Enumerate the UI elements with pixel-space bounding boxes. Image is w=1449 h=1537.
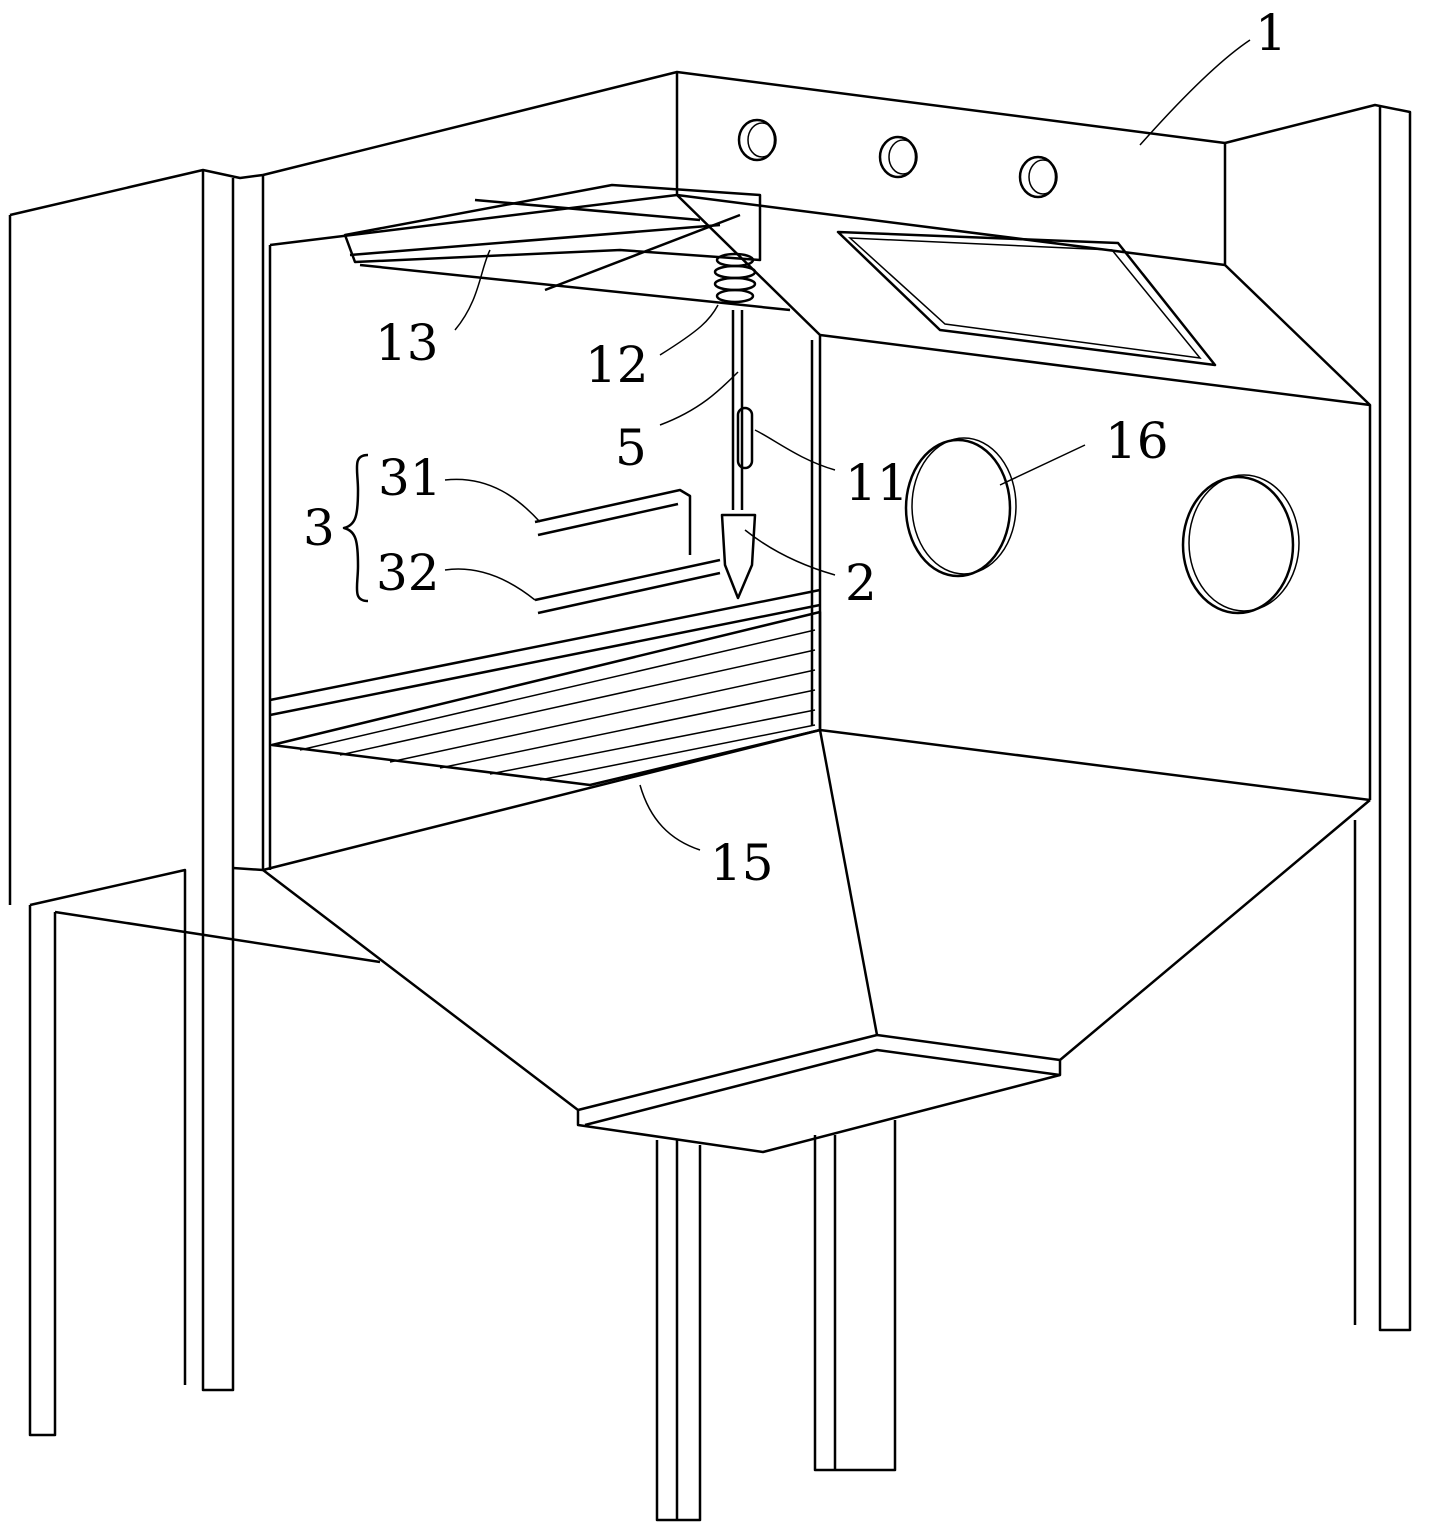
brace [344, 455, 368, 601]
label-5: 5 [615, 419, 647, 477]
label-32: 32 [376, 544, 440, 602]
hopper [263, 730, 1370, 1152]
label-31: 31 [378, 449, 442, 507]
glove-ports [906, 438, 1299, 613]
label-11: 11 [845, 454, 909, 512]
right-frame [1225, 105, 1410, 1330]
label-2: 2 [845, 554, 877, 612]
pipes [535, 490, 720, 613]
grid [270, 590, 820, 785]
label-12: 12 [585, 336, 649, 394]
label-13: 13 [375, 314, 439, 372]
center-legs [657, 1120, 895, 1520]
label-16: 16 [1105, 412, 1169, 470]
knobs [739, 120, 1057, 197]
label-15: 15 [710, 834, 774, 892]
label-3: 3 [303, 499, 335, 557]
left-frame [10, 170, 380, 1435]
label-1: 1 [1255, 4, 1287, 62]
